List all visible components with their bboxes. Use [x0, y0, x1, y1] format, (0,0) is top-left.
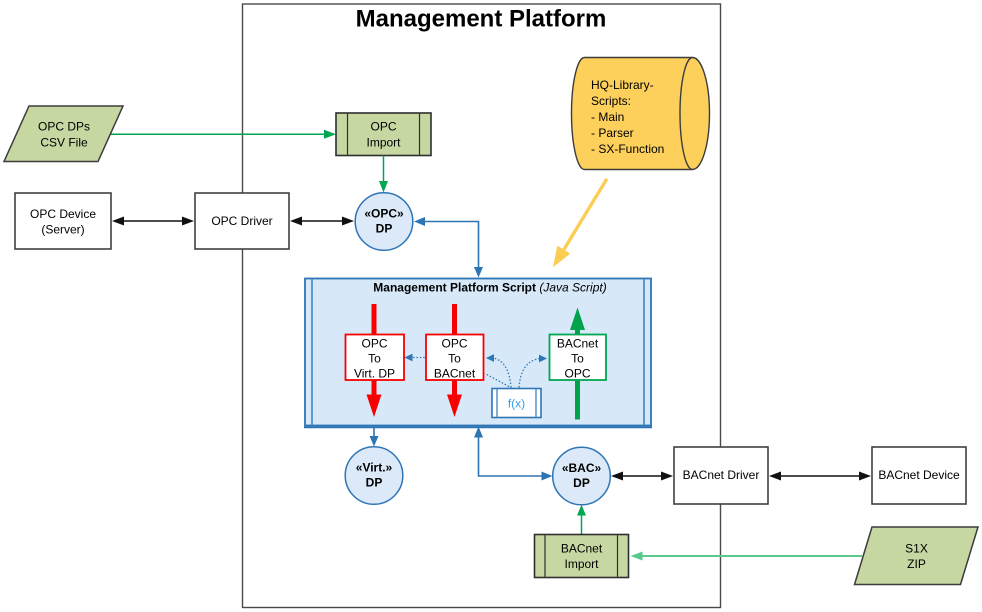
svg-text:DP: DP: [376, 222, 393, 236]
svg-text:Import: Import: [564, 557, 599, 571]
svg-text:Scripts:: Scripts:: [591, 94, 631, 108]
svg-text:CSV File: CSV File: [40, 136, 88, 150]
svg-text:Virt. DP: Virt. DP: [354, 367, 395, 381]
svg-text:f(x): f(x): [508, 397, 525, 411]
svg-text:- Main: - Main: [591, 110, 624, 124]
svg-text:«OPC»: «OPC»: [364, 207, 404, 221]
svg-text:To: To: [571, 352, 584, 366]
svg-text:BACnet Device: BACnet Device: [878, 468, 960, 482]
svg-text:«BAC»: «BAC»: [562, 461, 602, 475]
svg-text:DP: DP: [573, 476, 590, 490]
svg-text:BACnet: BACnet: [434, 367, 476, 381]
svg-text:BACnet: BACnet: [557, 337, 599, 351]
svg-text:OPC: OPC: [361, 337, 387, 351]
svg-text:OPC: OPC: [441, 337, 467, 351]
svg-text:To: To: [368, 352, 381, 366]
svg-text:OPC Driver: OPC Driver: [211, 214, 272, 228]
svg-text:ZIP: ZIP: [907, 557, 926, 571]
svg-text:OPC Device: OPC Device: [30, 207, 96, 221]
svg-text:Management Platform: Management Platform: [356, 6, 607, 33]
svg-text:OPC: OPC: [370, 120, 396, 134]
svg-text:BACnet: BACnet: [561, 542, 603, 556]
svg-text:OPC DPs: OPC DPs: [38, 120, 90, 134]
svg-text:Management Platform Script (Ja: Management Platform Script (Java Script): [373, 281, 606, 295]
svg-text:- Parser: - Parser: [591, 126, 634, 140]
svg-text:To: To: [448, 352, 461, 366]
svg-text:BACnet Driver: BACnet Driver: [683, 468, 760, 482]
svg-text:DP: DP: [366, 476, 383, 490]
svg-text:(Server): (Server): [41, 223, 84, 237]
svg-text:- SX-Function: - SX-Function: [591, 142, 664, 156]
svg-text:S1X: S1X: [905, 542, 928, 556]
svg-text:HQ-Library-: HQ-Library-: [591, 78, 654, 92]
svg-text:OPC: OPC: [564, 367, 590, 381]
svg-text:«Virt.»: «Virt.»: [356, 461, 393, 475]
svg-text:Import: Import: [366, 136, 401, 150]
